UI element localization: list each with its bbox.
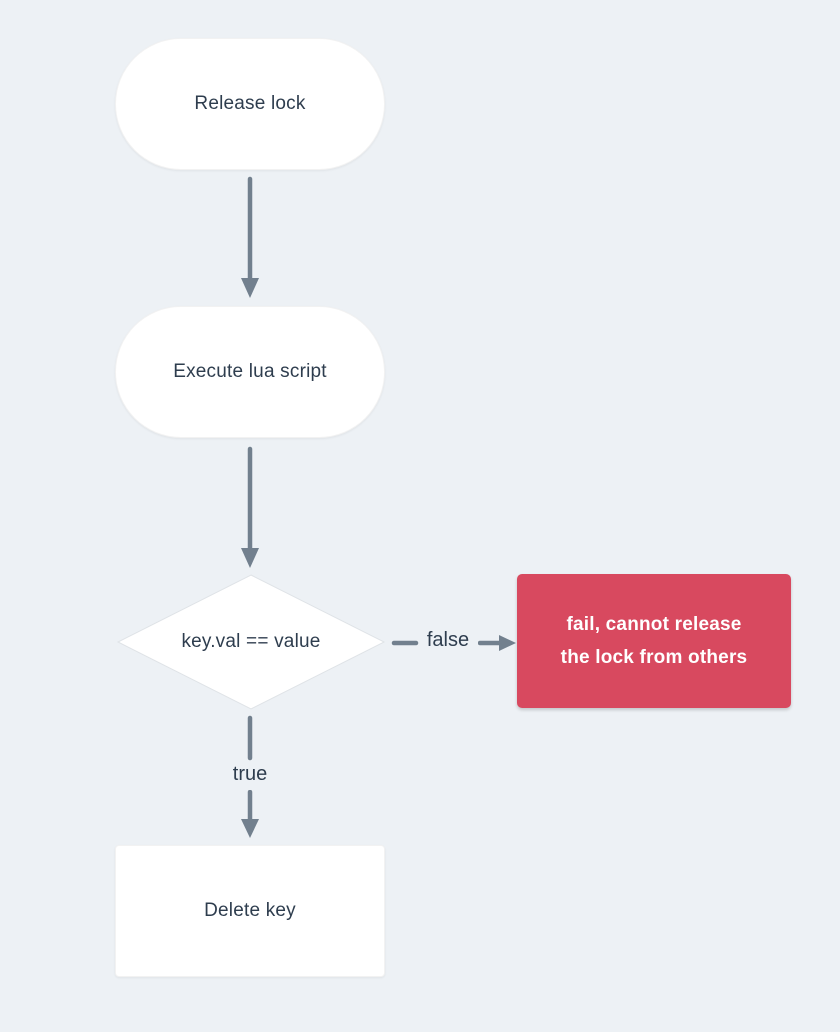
- node-delete-key-label: Delete key: [204, 900, 296, 921]
- node-execute-lua-script: Execute lua script: [115, 306, 385, 438]
- edge-true-segment: [247, 715, 253, 761]
- node-release-lock-label: Release lock: [194, 93, 306, 114]
- arrow-condition-to-delete: [241, 790, 259, 838]
- node-condition-label: key.val == value: [181, 631, 321, 652]
- edge-label-false: false: [426, 629, 470, 651]
- arrow-condition-to-fail: [478, 635, 516, 651]
- arrow-execute-to-condition: [241, 446, 259, 568]
- edge-false-dash: [391, 640, 419, 646]
- node-condition-diamond: [116, 574, 386, 710]
- node-execute-lua-script-label: Execute lua script: [173, 361, 327, 382]
- edge-label-true: true: [232, 763, 268, 785]
- arrow-release-to-execute: [241, 176, 259, 298]
- node-fail-line-2: the lock from others: [560, 647, 748, 668]
- node-fail: fail, cannot release the lock from other…: [517, 574, 791, 708]
- node-release-lock: Release lock: [115, 38, 385, 170]
- node-fail-line-1: fail, cannot release: [566, 614, 742, 635]
- node-delete-key: Delete key: [115, 845, 385, 977]
